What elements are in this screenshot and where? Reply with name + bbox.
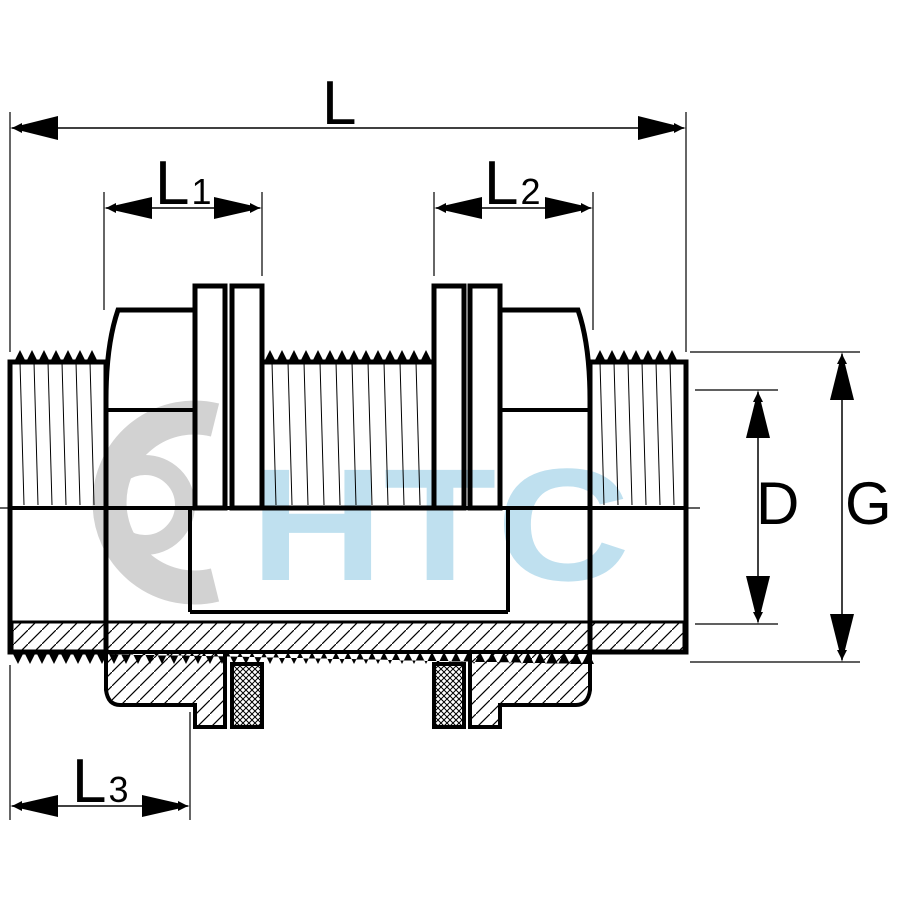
label-L: L (322, 69, 356, 138)
dimensions (9, 112, 860, 820)
left-gasket-section (230, 662, 264, 729)
thread-lines (19, 361, 675, 506)
label-L1: L1 (155, 149, 212, 218)
left-flange (192, 283, 228, 511)
right-nut (497, 307, 593, 508)
label-L3: L3 (72, 747, 129, 816)
label-D: D (756, 470, 799, 537)
wall-section (10, 620, 686, 729)
label-G: G (845, 470, 892, 537)
arrowheads (10, 116, 854, 817)
thread-teeth-top (14, 350, 678, 362)
label-L2: L2 (484, 149, 541, 218)
watermark: HTC (92, 400, 630, 614)
right-nut-section (468, 650, 592, 729)
watermark-text: HTC (250, 435, 630, 614)
watermark-ring (92, 400, 220, 605)
right-gasket-section (432, 662, 466, 729)
left-nut-section (104, 650, 227, 729)
left-nut (103, 307, 198, 508)
